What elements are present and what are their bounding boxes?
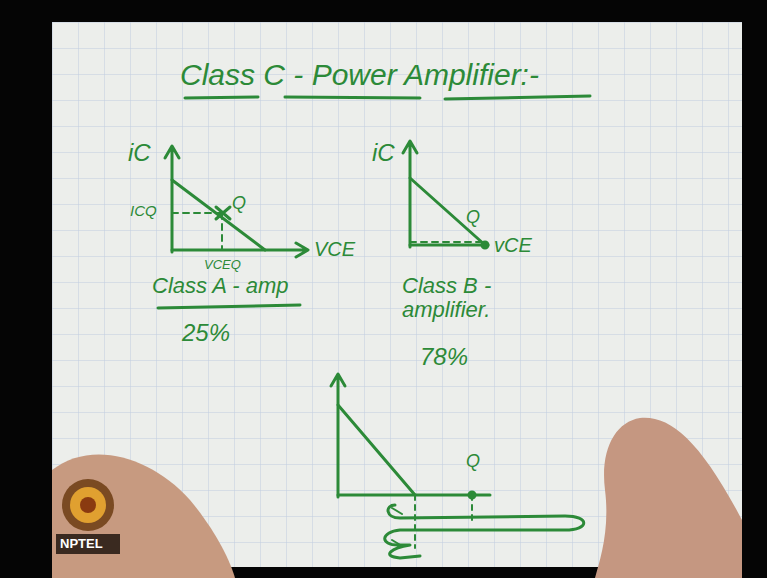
underline bbox=[185, 97, 258, 98]
underline bbox=[285, 97, 420, 98]
logo bbox=[80, 497, 96, 513]
load-line bbox=[172, 180, 265, 250]
axis-value: VCEQ bbox=[204, 258, 241, 272]
conduction-hatch bbox=[392, 508, 402, 546]
bias-dashes bbox=[415, 495, 472, 548]
point-label: Q bbox=[232, 194, 246, 214]
logo bbox=[70, 487, 106, 523]
y-axis bbox=[403, 141, 417, 247]
x-axis bbox=[172, 243, 308, 257]
underline bbox=[158, 305, 300, 308]
y-axis bbox=[331, 374, 345, 497]
efficiency-value: 78% bbox=[420, 344, 468, 370]
axis-label: VCE bbox=[314, 238, 355, 260]
underline bbox=[445, 96, 590, 99]
q-point bbox=[482, 242, 488, 248]
logo bbox=[62, 479, 114, 531]
watermark: NPTEL bbox=[60, 537, 103, 551]
y-axis bbox=[165, 146, 179, 252]
axis-label: iC bbox=[128, 140, 151, 166]
axis-label: iC bbox=[372, 140, 395, 166]
hand bbox=[595, 418, 742, 578]
load-line bbox=[410, 178, 485, 245]
q-dashes bbox=[410, 241, 480, 243]
q-point bbox=[216, 207, 230, 219]
logo-plate bbox=[56, 534, 120, 554]
efficiency-value: 25% bbox=[182, 320, 230, 346]
load-line bbox=[338, 405, 415, 495]
axis-value: ICQ bbox=[130, 203, 157, 220]
point-label: Q bbox=[466, 452, 480, 472]
point-label: Q bbox=[466, 208, 480, 228]
hand bbox=[52, 454, 235, 578]
q-point-dashes bbox=[172, 213, 222, 250]
caption-label: Class B - amplifier. bbox=[402, 274, 552, 322]
caption-label: Class A - amp bbox=[152, 274, 289, 298]
title: Class C - Power Amplifier:- bbox=[180, 58, 539, 91]
x-axis bbox=[410, 244, 488, 247]
input-waveform bbox=[385, 505, 584, 558]
axis-label: vCE bbox=[494, 234, 532, 256]
